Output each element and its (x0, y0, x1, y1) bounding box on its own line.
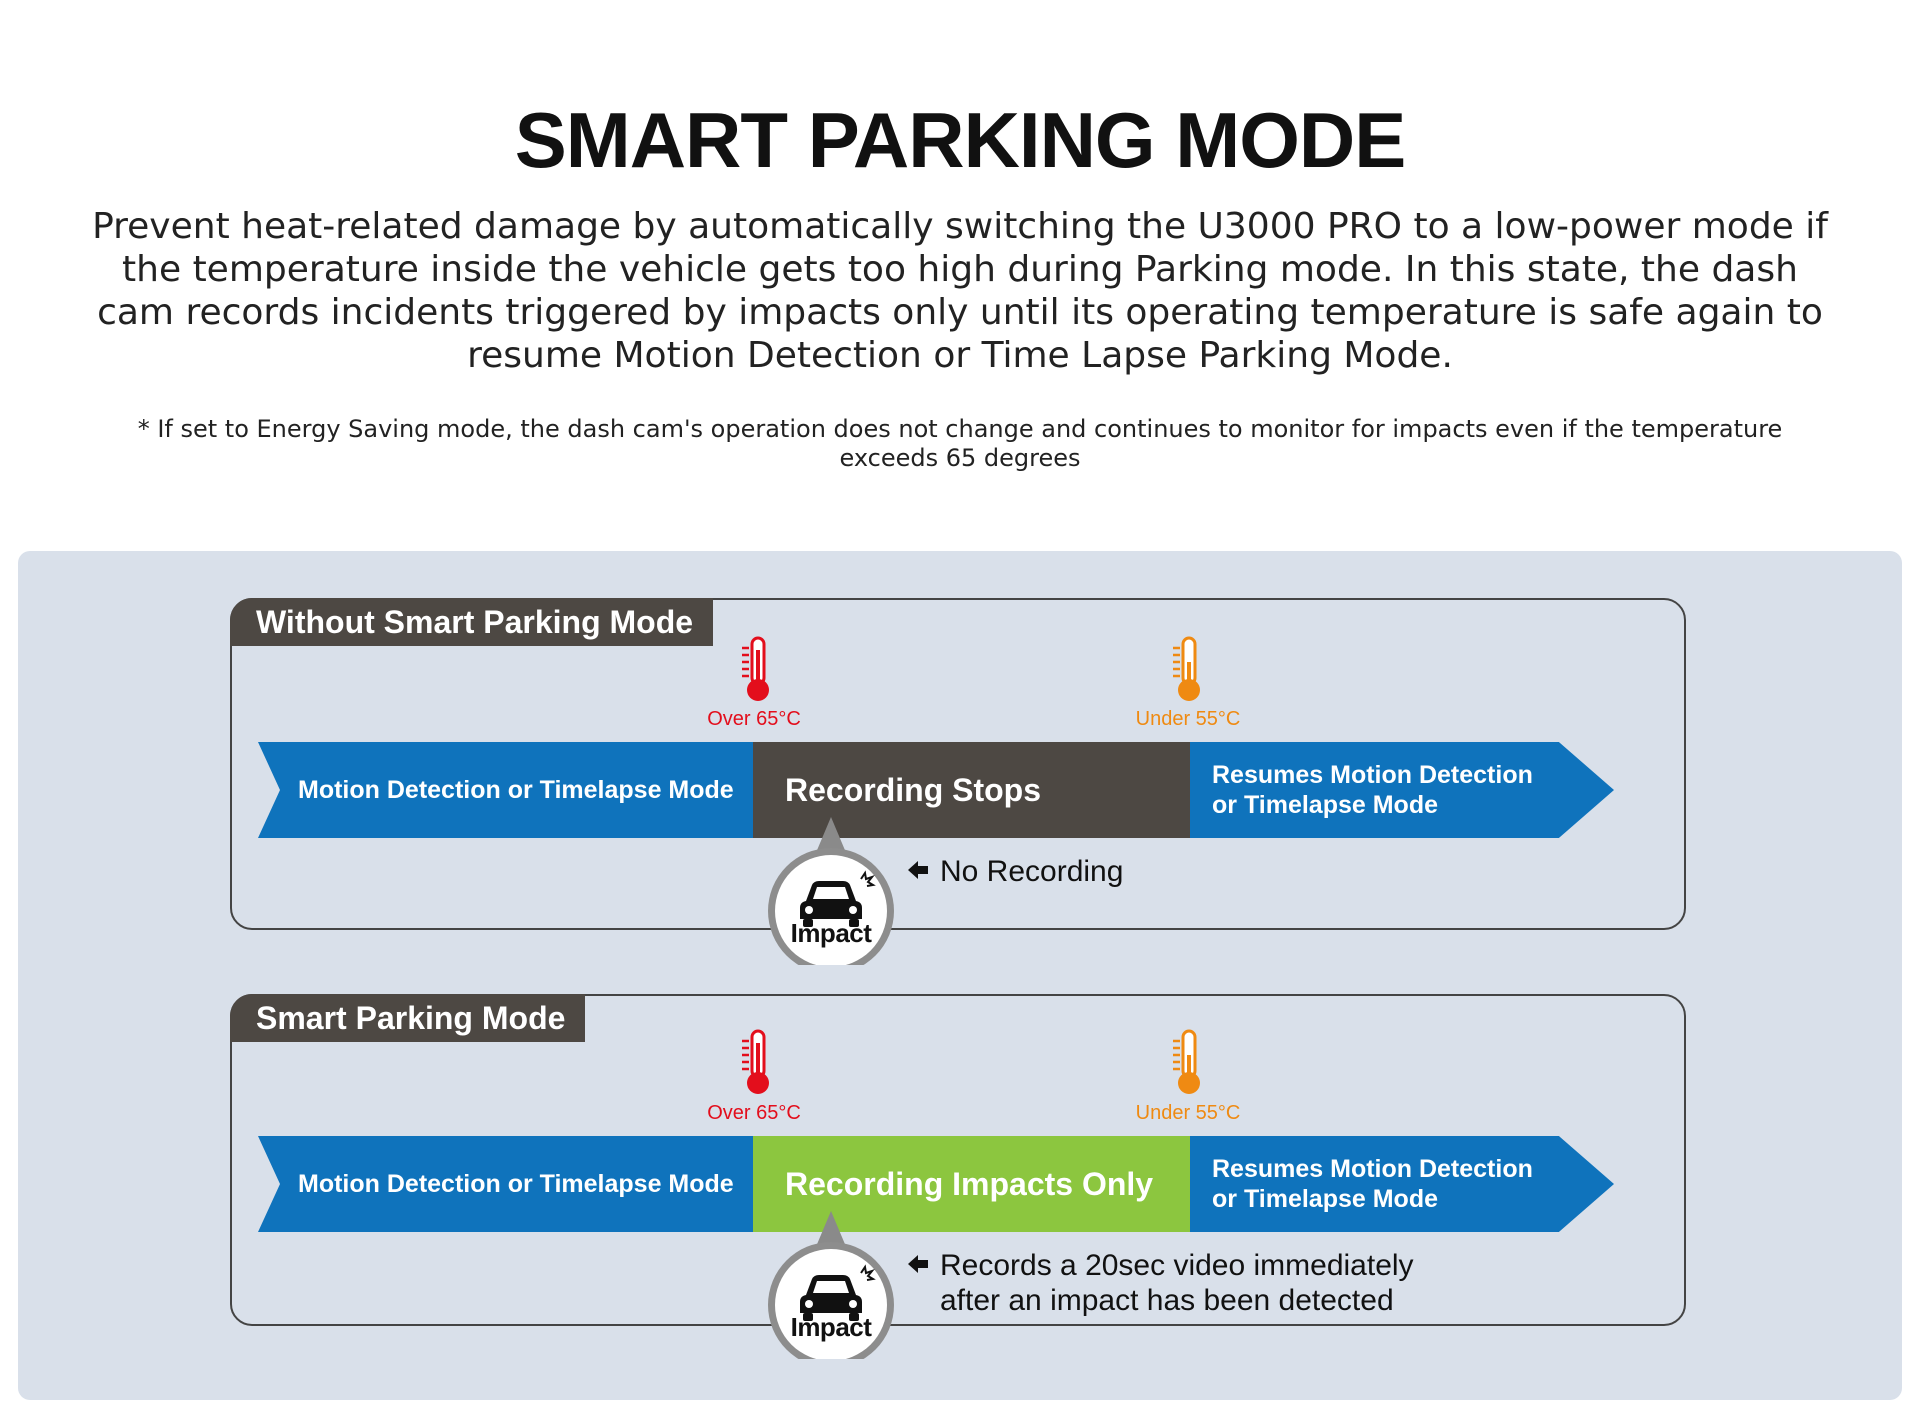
thermometer-hot-icon (742, 1029, 769, 1094)
footnote: * If set to Energy Saving mode, the dash… (137, 415, 1783, 472)
callout-line-2: after an impact has been detected (940, 1284, 1394, 1317)
diagram-panel (18, 551, 1902, 1400)
thermometer-hot-icon (742, 636, 769, 701)
without-smart-parking-box: Without Smart Parking Mode Over 65°C Und… (230, 598, 1686, 965)
callout-line-1: Records a 20sec video immediately (940, 1249, 1414, 1282)
impact-label: Impact (790, 918, 872, 948)
bar-motion-segment: Motion Detection or Timelapse Mode (258, 742, 753, 838)
impact-label: Impact (790, 1312, 872, 1342)
arrow-left-icon (908, 1255, 928, 1273)
bar-recording-impacts-segment: Recording Impacts Only (753, 1136, 1190, 1232)
temp-under-label: Under 55°C (1135, 1102, 1241, 1124)
box-tab-title: Smart Parking Mode (230, 994, 586, 1042)
thermometer-warm-icon (1173, 1029, 1200, 1094)
bar-resume-segment: Resumes Motion Detection or Timelapse Mo… (1190, 742, 1614, 838)
bar-motion-segment: Motion Detection or Timelapse Mode (258, 1136, 753, 1232)
bar-resume-segment: Resumes Motion Detection or Timelapse Mo… (1190, 1136, 1614, 1232)
temp-over-label: Over 65°C (707, 708, 801, 730)
car-impact-icon (768, 1211, 894, 1359)
temp-under-label: Under 55°C (1135, 708, 1241, 730)
box-tab-title: Without Smart Parking Mode (230, 598, 714, 646)
car-impact-icon (768, 817, 894, 965)
no-recording-callout: No Recording (908, 854, 1123, 889)
smart-parking-box: Smart Parking Mode Over 65°C Under 55°C … (230, 994, 1686, 1359)
arrow-left-icon (908, 861, 928, 879)
description: Prevent heat-related damage by automatic… (92, 206, 1828, 376)
bar-recording-stops-segment: Recording Stops (753, 742, 1190, 838)
temp-over-label: Over 65°C (707, 1102, 801, 1124)
page-title: SMART PARKING MODE (514, 96, 1407, 184)
thermometer-warm-icon (1173, 636, 1200, 701)
records-video-callout: Records a 20sec video immediately after … (908, 1248, 1414, 1318)
